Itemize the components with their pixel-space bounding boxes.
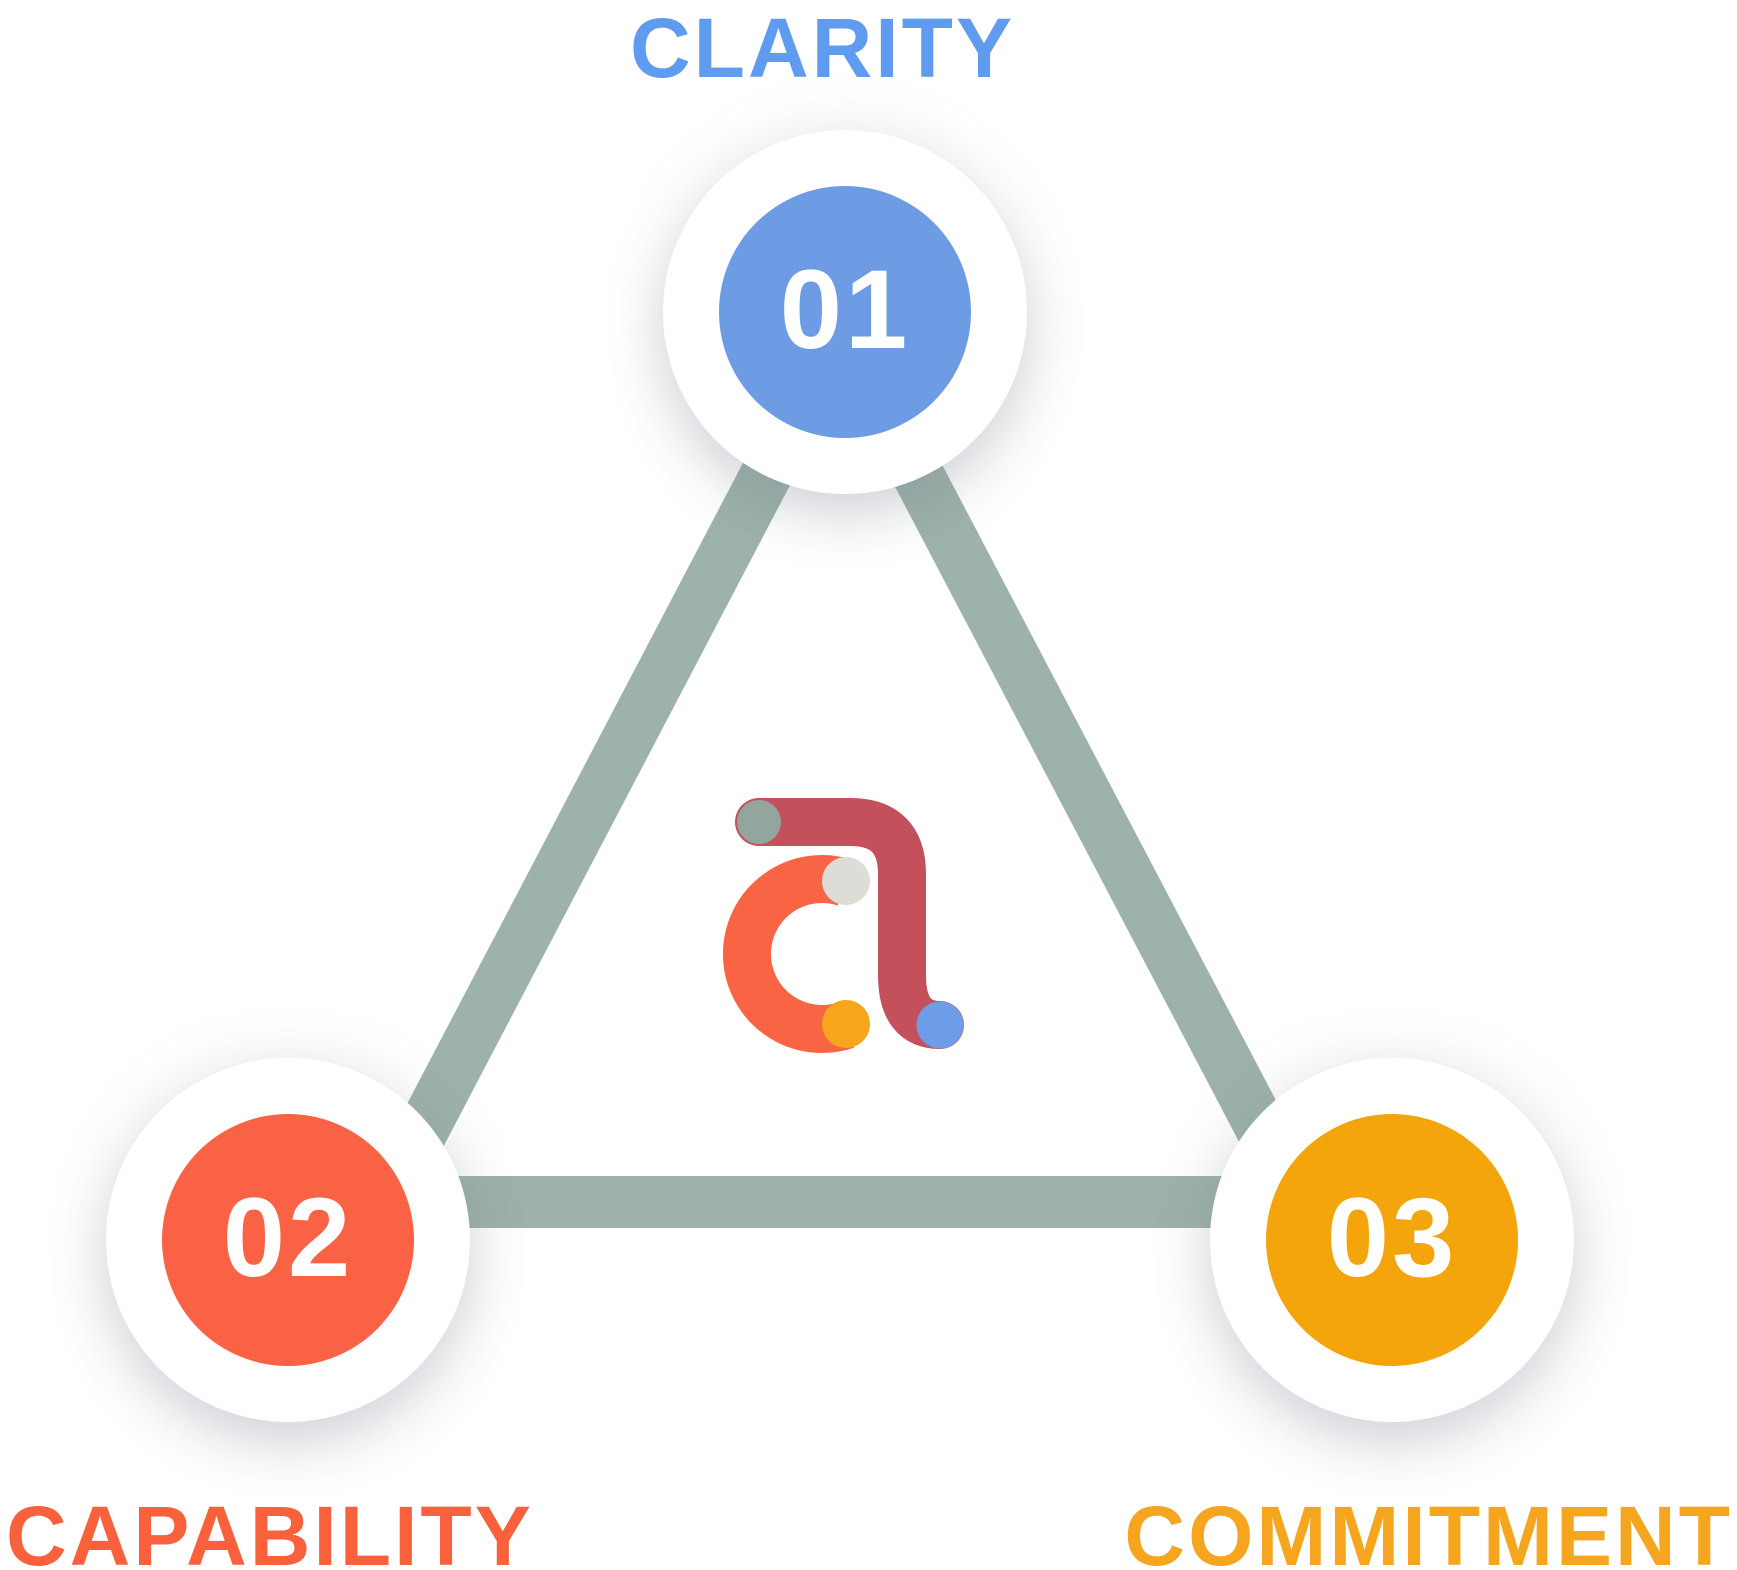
node-capability: 02 xyxy=(106,1058,470,1422)
node-capability-number: 02 xyxy=(222,1175,354,1300)
node-clarity-number: 01 xyxy=(779,247,911,372)
node-clarity-circle: 01 xyxy=(719,186,971,438)
node-clarity: 01 xyxy=(663,130,1027,494)
logo-gray-dot xyxy=(822,857,870,905)
logo-orange-stroke xyxy=(722,855,855,1053)
logo-blue-dot xyxy=(916,1001,964,1049)
node-capability-circle: 02 xyxy=(162,1114,414,1366)
label-commitment: COMMITMENT xyxy=(1124,1489,1733,1570)
logo-sage-dot xyxy=(737,800,781,844)
node-commitment: 03 xyxy=(1210,1058,1574,1422)
node-commitment-circle: 03 xyxy=(1266,1114,1518,1366)
label-clarity: CLARITY xyxy=(630,1,1015,95)
center-logo-a-icon xyxy=(722,798,964,1053)
node-commitment-number: 03 xyxy=(1326,1175,1458,1300)
logo-amber-dot xyxy=(822,1000,870,1048)
label-capability: CAPABILITY xyxy=(6,1489,534,1570)
